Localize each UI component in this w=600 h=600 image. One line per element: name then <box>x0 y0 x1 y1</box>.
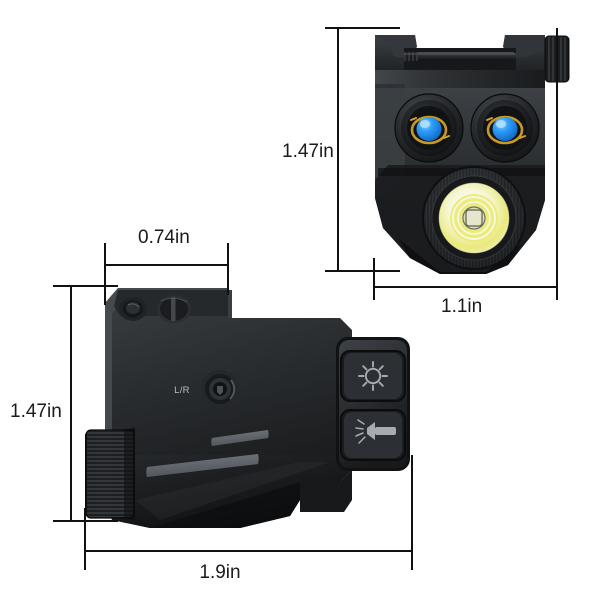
laser-beam-icon <box>355 419 396 444</box>
front-width-dimension: 1.1in <box>373 28 558 317</box>
button-panel <box>336 337 410 471</box>
front-view: 1.47in 1.1in <box>282 27 570 317</box>
front-width-label: 1.1in <box>441 296 482 317</box>
windage-adjust-screw <box>201 370 239 408</box>
side-top-width-label: 0.74in <box>138 227 190 248</box>
led-flashlight <box>422 166 526 270</box>
light-mode-button[interactable] <box>340 350 406 402</box>
sun-icon <box>358 361 388 391</box>
side-length-dimension: 1.9in <box>84 455 413 583</box>
side-height-dimension: 1.47in <box>10 285 118 522</box>
body-slot-lower <box>146 454 259 477</box>
laser-mode-button[interactable] <box>340 409 406 461</box>
side-height-label: 1.47in <box>10 401 62 422</box>
right-laser-lens <box>470 93 540 163</box>
side-view: L/R <box>10 227 413 583</box>
windage-label: L/R <box>174 385 190 396</box>
front-height-dimension: 1.47in <box>282 27 400 272</box>
side-top-width-dimension: 0.74in <box>104 227 229 305</box>
charge-port <box>119 297 147 321</box>
slotted-screw <box>157 295 191 323</box>
cross-bolt <box>404 52 516 61</box>
side-housing <box>105 288 352 528</box>
battery-cap-knob <box>85 428 135 520</box>
body-slot-upper <box>211 430 269 446</box>
side-length-label: 1.9in <box>199 562 240 583</box>
left-laser-lens <box>394 93 464 163</box>
front-height-label: 1.47in <box>282 141 334 162</box>
